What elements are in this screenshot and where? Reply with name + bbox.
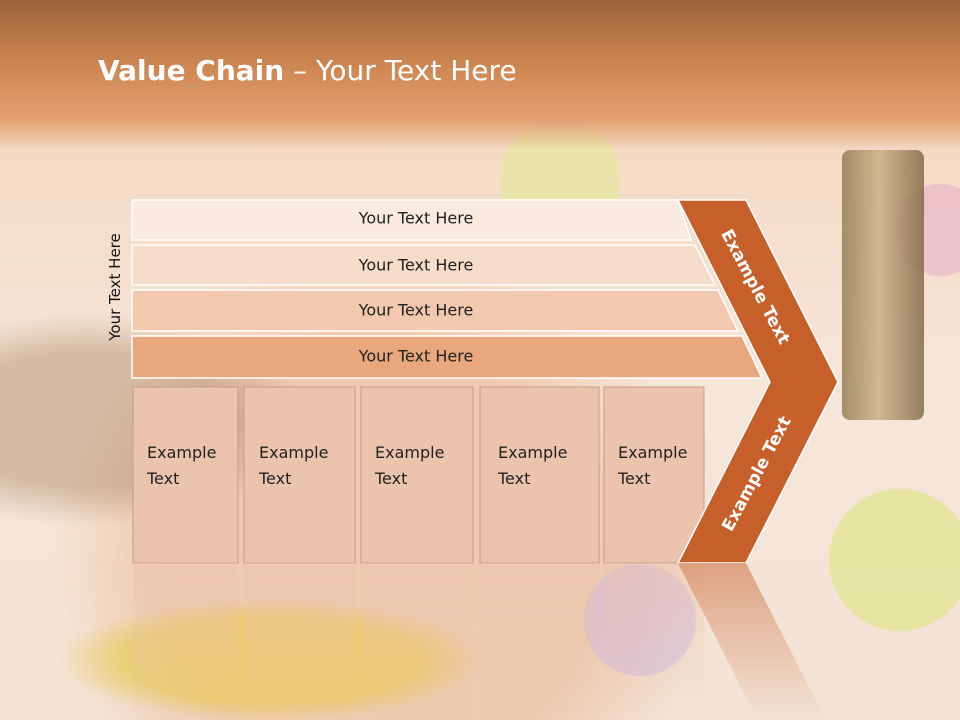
background-bottle xyxy=(842,150,924,420)
box-4-line2: Text xyxy=(497,469,530,488)
reflection-box-4 xyxy=(480,563,599,720)
title-rest: – Your Text Here xyxy=(284,54,517,87)
box-2-line2: Text xyxy=(258,469,291,488)
box-3-line1: Example xyxy=(375,443,444,462)
box-1-line1: Example xyxy=(147,443,216,462)
row-shape-4 xyxy=(131,335,764,379)
box-5-line2: Text xyxy=(617,469,650,488)
box-5 xyxy=(603,386,705,564)
row-label-2: Your Text Here xyxy=(358,256,474,275)
header-band xyxy=(0,0,960,150)
box-3 xyxy=(360,386,474,564)
page-title: Value Chain – Your Text Here xyxy=(98,54,517,87)
reflection-box-5 xyxy=(604,563,704,720)
box-2 xyxy=(243,386,356,564)
reflection-box-3 xyxy=(361,563,473,720)
support-rows: Your Text Here Your Text Here Your Text … xyxy=(131,199,764,379)
box-4 xyxy=(479,386,600,564)
row-shape-1 xyxy=(131,199,693,241)
reflection-chevron xyxy=(678,563,826,720)
box-1 xyxy=(132,386,239,564)
title-bold: Value Chain xyxy=(98,54,285,87)
box-4-line1: Example xyxy=(498,443,567,462)
row-label-1: Your Text Here xyxy=(358,209,474,228)
primary-boxes: Example Text Example Text Example Text E… xyxy=(132,386,705,564)
diagram-reflection xyxy=(133,563,826,720)
row-shape-3 xyxy=(131,289,740,332)
reflection-box-2 xyxy=(244,563,355,720)
box-5-line1: Example xyxy=(618,443,687,462)
row-label-3: Your Text Here xyxy=(358,301,474,320)
box-2-line1: Example xyxy=(259,443,328,462)
reflection-box-1 xyxy=(133,563,238,720)
box-3-line2: Text xyxy=(374,469,407,488)
row-label-4: Your Text Here xyxy=(358,347,474,366)
row-shape-2 xyxy=(131,244,717,286)
box-1-line2: Text xyxy=(146,469,179,488)
